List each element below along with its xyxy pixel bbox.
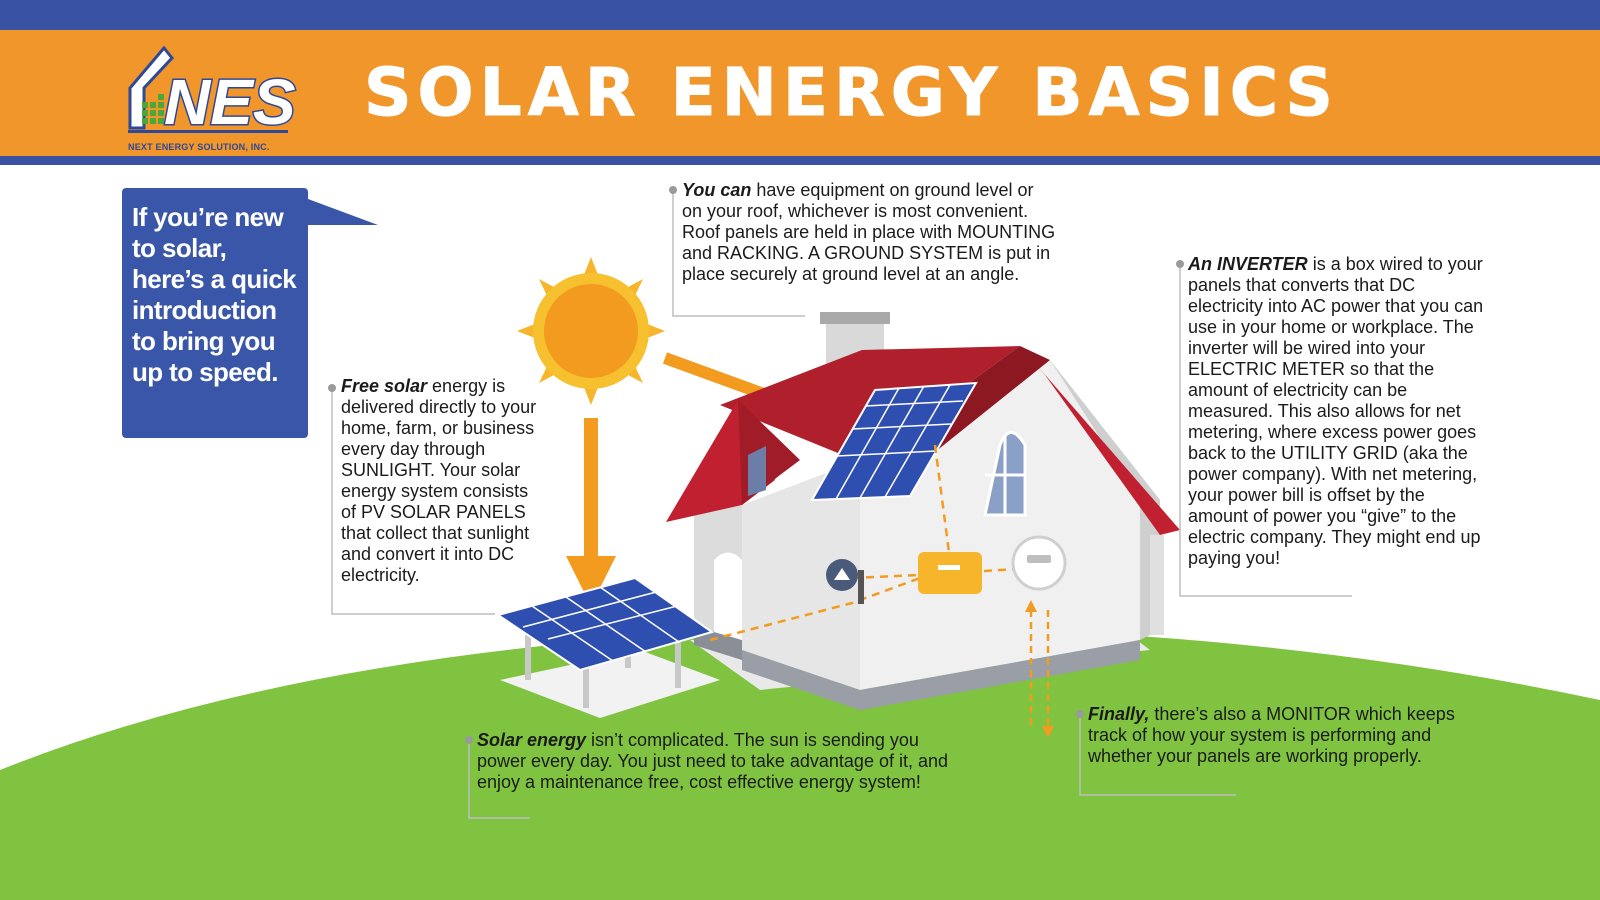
callout-free-solar: Free solar energy is delivered directly …	[341, 376, 541, 586]
bullet-dot	[1076, 710, 1084, 718]
callout-inverter: An INVERTER is a box wired to your panel…	[1188, 254, 1486, 569]
callout-monitor-lead: Finally,	[1088, 704, 1150, 724]
sun-icon	[517, 257, 665, 405]
callout-inverter-lead: An INVERTER	[1188, 254, 1308, 274]
callout-roof-text: have equipment on ground level or on you…	[682, 180, 1056, 284]
ground-solar-panel	[495, 576, 715, 708]
nes-logo-mark: NES	[128, 45, 297, 140]
header-banner	[0, 30, 1600, 156]
electric-meter	[1011, 535, 1067, 591]
bullet-dot	[1176, 260, 1184, 268]
header-bottom-strip	[0, 156, 1600, 165]
bullet-dot	[669, 186, 677, 194]
callout-solar-energy-text: isn’t complicated. The sun is sending yo…	[477, 730, 948, 792]
bullet-dot	[328, 384, 336, 392]
intro-bubble-tail	[300, 196, 378, 225]
sunlight-arrow-ground	[566, 418, 616, 606]
logo-mark-text: NES	[164, 66, 296, 136]
grass-hill	[0, 627, 1600, 900]
callout-solar-energy-lead: Solar energy	[477, 730, 587, 750]
nes-logo: NES NEXT ENERGY SOLUTION, INC.	[124, 44, 304, 152]
callout-free-solar-text: energy is delivered directly to your hom…	[341, 376, 537, 585]
top-blue-strip	[0, 0, 1600, 30]
roof-solar-panel	[810, 381, 978, 502]
logo-company-name: NEXT ENERGY SOLUTION, INC.	[128, 142, 270, 152]
bullet-dot	[465, 736, 473, 744]
page-title: SOLAR ENERGY BASICS	[364, 54, 1339, 132]
intro-text: If you’re new to solar, here’s a quick i…	[132, 202, 297, 387]
monitor-device	[826, 559, 864, 604]
callout-leader-lines	[331, 191, 1352, 819]
grid-arrows	[1029, 610, 1050, 728]
callout-solar-energy: Solar energy isn’t complicated. The sun …	[477, 730, 963, 793]
solar-scene-illustration	[0, 191, 1600, 900]
callout-monitor-text: there’s also a MONITOR which keeps track…	[1088, 704, 1455, 766]
intro-speech-bubble: If you’re new to solar, here’s a quick i…	[122, 188, 308, 438]
callout-free-solar-lead: Free solar	[341, 376, 428, 396]
callout-monitor: Finally, there’s also a MONITOR which ke…	[1088, 704, 1458, 767]
callout-inverter-text: is a box wired to your panels that conve…	[1188, 254, 1484, 568]
house-illustration	[666, 312, 1180, 710]
callout-roof-lead: You can	[682, 180, 752, 200]
callout-roof-or-ground: You can have equipment on ground level o…	[682, 180, 1057, 285]
inverter-box	[918, 552, 982, 594]
